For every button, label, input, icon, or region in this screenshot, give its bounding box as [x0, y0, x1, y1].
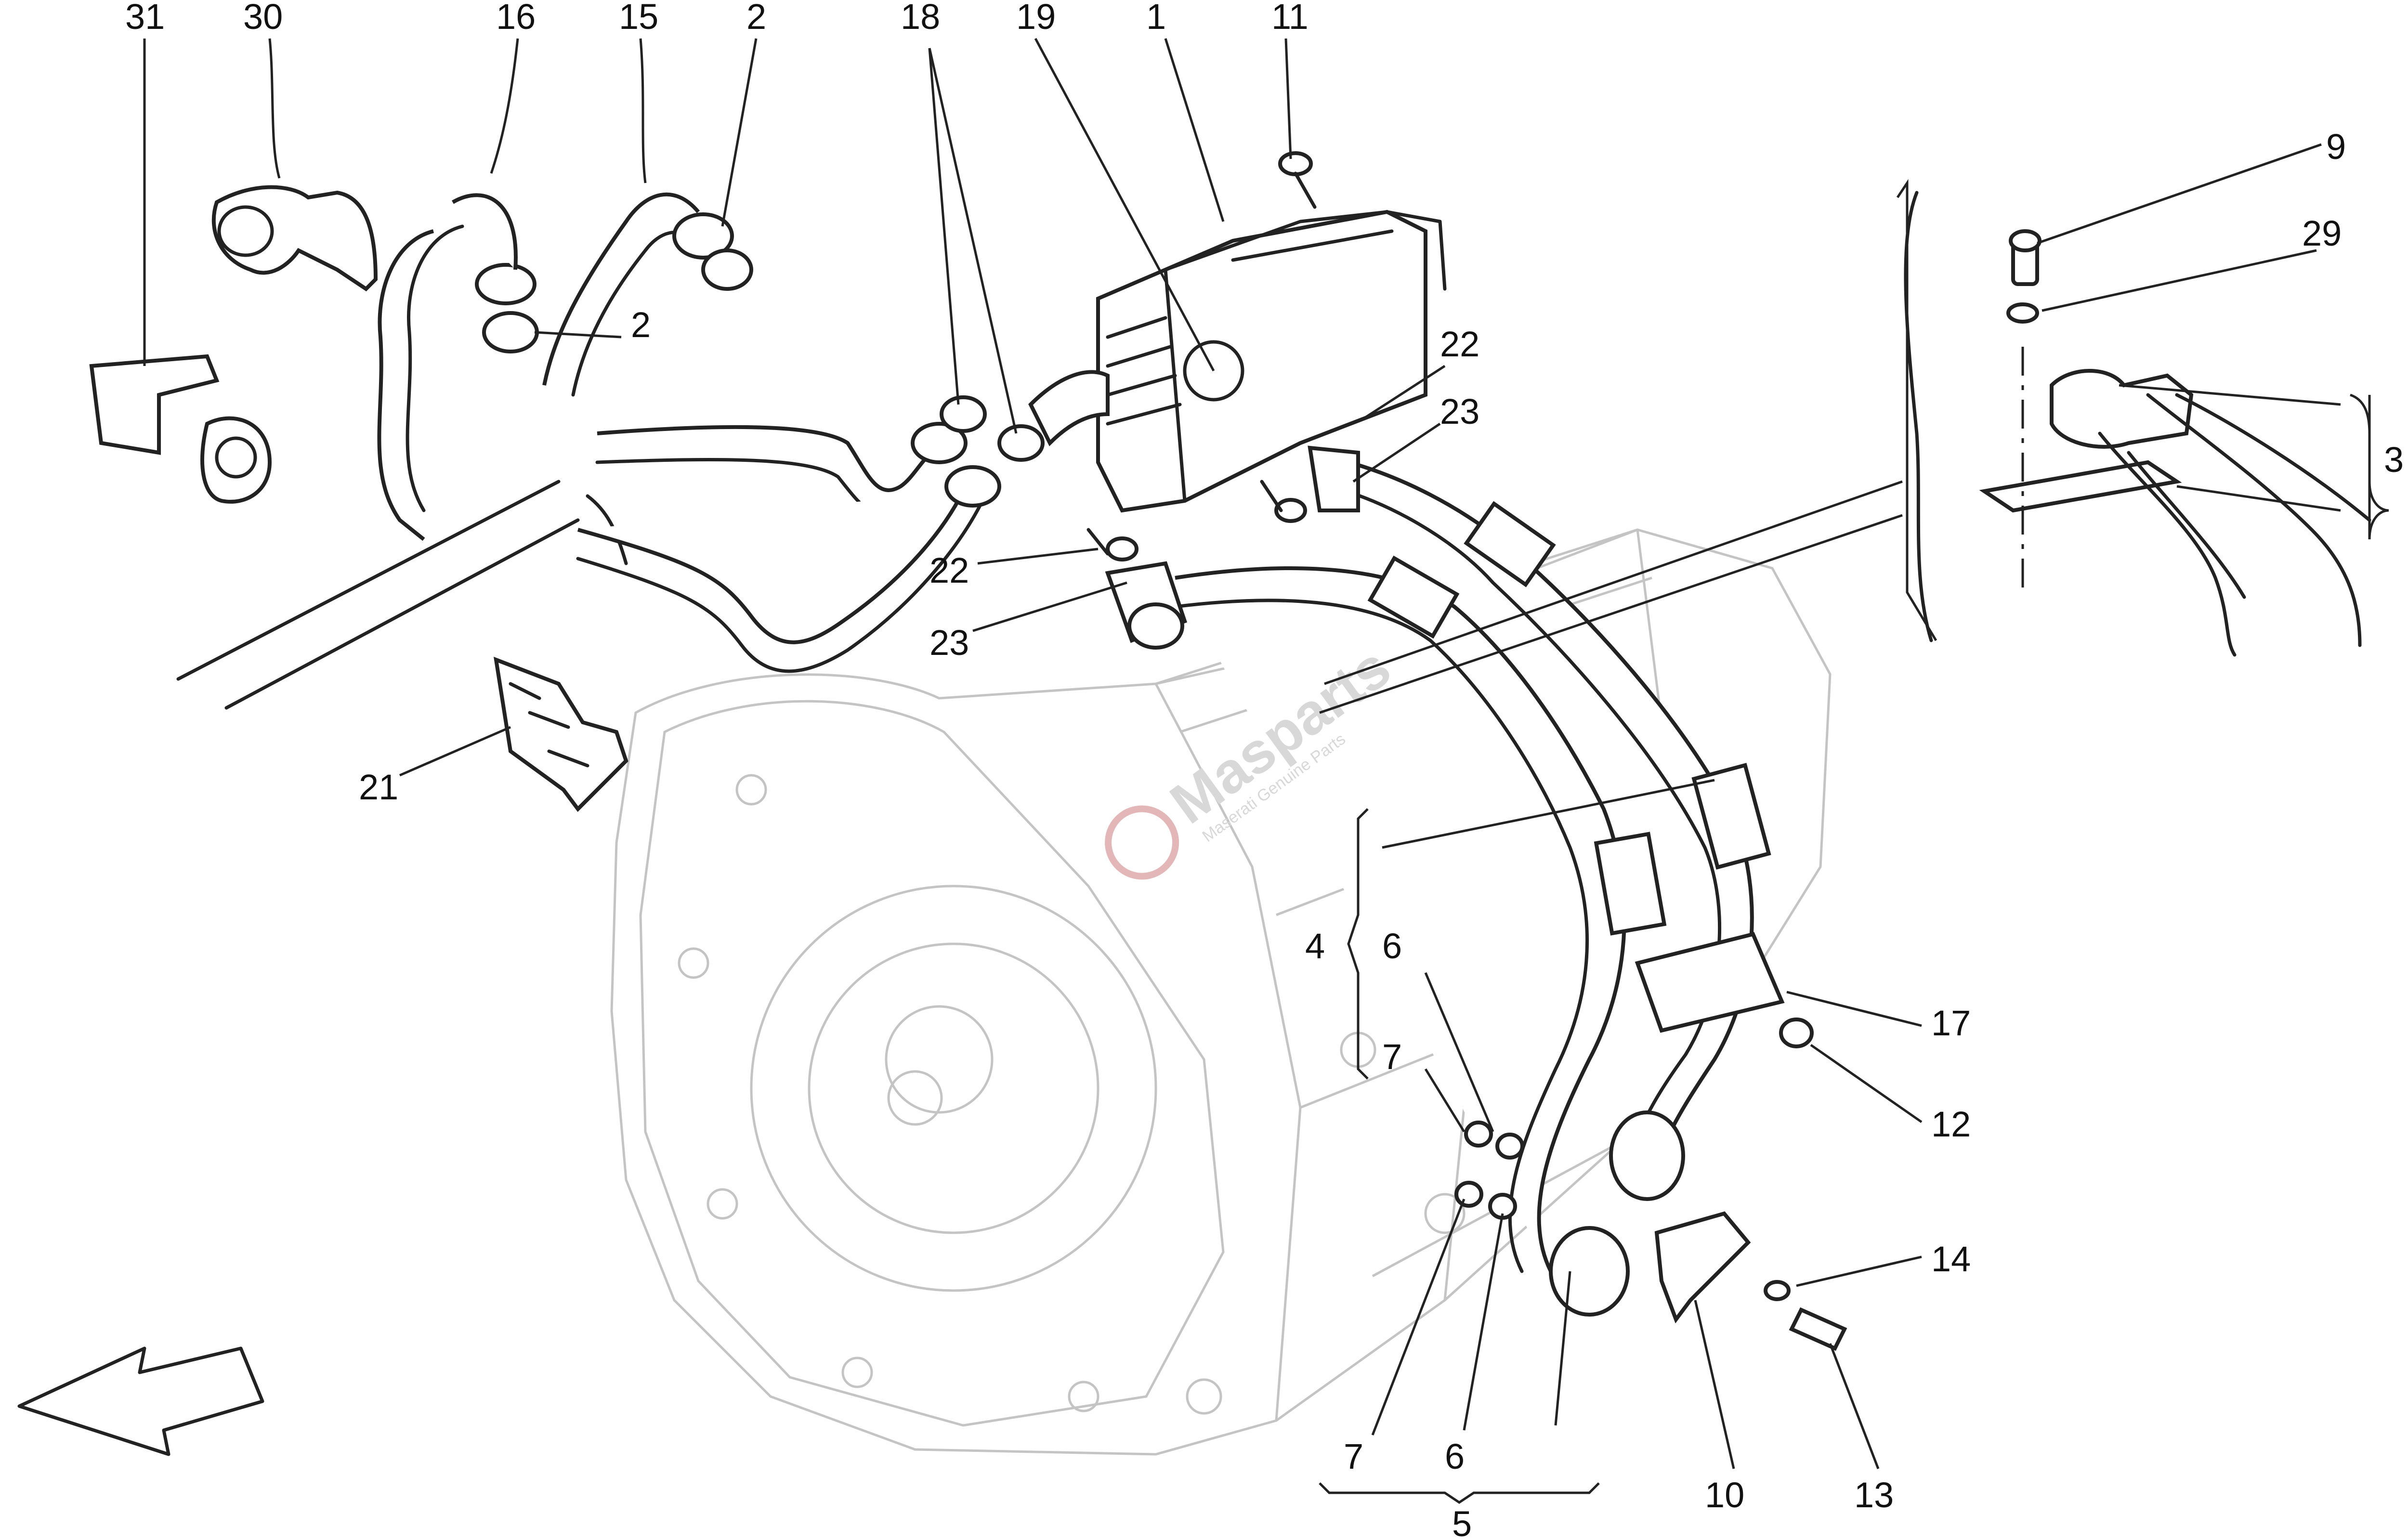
callout-label: 16 [496, 0, 536, 37]
bolt-11 [1278, 151, 1317, 209]
callout-label: 7 [1344, 1436, 1363, 1476]
callout-label: 2 [631, 305, 651, 345]
coolant-pipes [176, 480, 628, 710]
callout-label: 1 [1146, 0, 1166, 37]
callout-label: 11 [1271, 0, 1309, 37]
hose-clamps [482, 248, 1045, 462]
callout-label: 2 [746, 0, 766, 37]
callout-label: 7 [1382, 1037, 1402, 1077]
callout-label: 12 [1931, 1104, 1971, 1144]
bracket-21 [493, 656, 628, 812]
callout-label: 14 [1931, 1239, 1971, 1279]
callout-label: 6 [1382, 926, 1402, 966]
callout-label: 30 [243, 0, 283, 37]
callout-label: 31 [125, 0, 165, 37]
watermark-logo-icon [1105, 805, 1179, 880]
detail-inset [1904, 191, 2371, 657]
hose-16 [377, 193, 537, 541]
bracket-31 [89, 354, 272, 504]
callout-label: 22 [929, 550, 969, 590]
front-direction-arrow [17, 1346, 264, 1456]
callout-label: 23 [1440, 392, 1479, 431]
callout-label: 3 [2384, 440, 2404, 480]
seals-and-fasteners [1454, 1018, 1847, 1351]
callout-label: 17 [1931, 1003, 1971, 1043]
callout-label: 13 [1854, 1475, 1894, 1515]
hose-15 [542, 192, 734, 397]
callout-label: 5 [1452, 1504, 1472, 1540]
clamp-30 [211, 185, 378, 292]
oil-lines [1086, 445, 1785, 1317]
callout-label: 18 [901, 0, 940, 37]
callout-label: 10 [1705, 1475, 1744, 1515]
callout-label: 23 [929, 623, 969, 663]
leader-lines [143, 38, 2341, 1469]
callout-label: 9 [2326, 127, 2346, 167]
callout-label: 29 [2302, 213, 2342, 253]
hose-to-cooler [576, 422, 1001, 673]
callout-label: 15 [619, 0, 658, 37]
callout-label: 4 [1305, 926, 1325, 966]
callout-label: 22 [1440, 324, 1479, 364]
oil-cooler [1028, 209, 1447, 513]
callout-label: 19 [1016, 0, 1056, 37]
callout-labels: 31 30 16 15 2 18 19 1 11 9 29 2 22 23 3 … [125, 0, 2404, 1540]
callout-label: 6 [1445, 1436, 1465, 1476]
group-braces [1319, 393, 2389, 1504]
callout-label: 21 [359, 767, 398, 807]
